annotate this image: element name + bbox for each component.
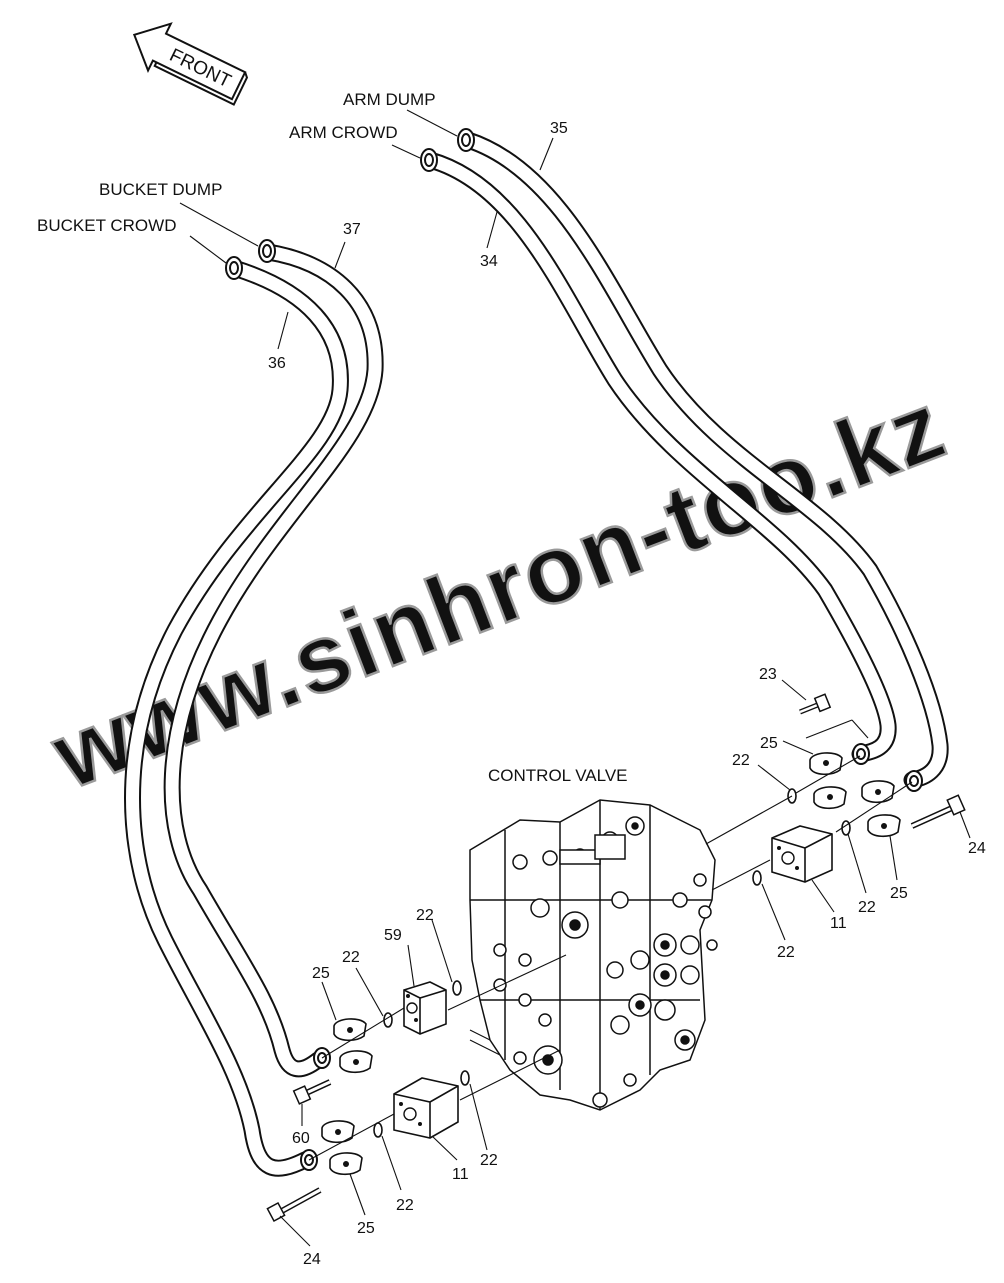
text-labels: ARM DUMP ARM CROWD BUCKET DUMP BUCKET CR…	[37, 90, 628, 785]
split-flange-left-a	[333, 1018, 367, 1042]
callout-22-d: 22	[396, 1197, 414, 1214]
bolt-60	[292, 1079, 332, 1105]
split-flange-left-b	[339, 1050, 373, 1074]
bolt-23	[799, 693, 832, 715]
control-valve-body	[469, 799, 716, 1111]
callout-22-c: 22	[480, 1152, 498, 1169]
hose-35	[459, 131, 949, 789]
flange-block-11-right	[771, 825, 833, 883]
label-arm-dump: ARM DUMP	[343, 90, 436, 109]
label-bucket-crowd: BUCKET CROWD	[37, 216, 176, 235]
callout-22-r1: 22	[858, 899, 876, 916]
callout-34: 34	[480, 253, 498, 270]
split-flange-left-c	[321, 1120, 355, 1144]
split-flange-left-d	[329, 1152, 363, 1176]
split-flange-top	[809, 752, 843, 776]
front-arrow-shape	[132, 22, 247, 101]
callout-60: 60	[292, 1130, 310, 1147]
split-flange-right-a	[861, 780, 895, 804]
callout-24-bottom: 24	[303, 1251, 321, 1268]
o-ring-d	[373, 1122, 383, 1138]
front-arrow-shadow	[153, 61, 249, 106]
label-arm-crowd: ARM CROWD	[289, 123, 398, 142]
split-flange-right-b	[867, 814, 901, 838]
callout-25-top: 25	[760, 735, 778, 752]
front-arrow: FRONT	[132, 22, 249, 106]
o-rings	[373, 788, 851, 1138]
callout-11-right: 11	[830, 915, 847, 932]
o-ring-r2	[752, 870, 762, 886]
callout-59: 59	[384, 927, 402, 944]
callout-25-bottom: 25	[357, 1220, 375, 1237]
callout-24-right: 24	[968, 840, 986, 857]
callout-25-r: 25	[890, 885, 908, 902]
hose-37	[163, 243, 384, 1078]
callout-11-left: 11	[452, 1166, 469, 1183]
part-callouts: 35 34 37 36 23 25 22 24 11 22 25 22 59 2…	[268, 120, 986, 1268]
o-ring-c	[460, 1070, 470, 1086]
callout-37: 37	[343, 221, 361, 238]
flange-block-59	[403, 981, 447, 1035]
bolts	[266, 693, 966, 1223]
bolt-24-right	[910, 794, 966, 829]
callout-25-left: 25	[312, 965, 330, 982]
bolt-24-bottom	[266, 1187, 322, 1223]
o-ring-a	[452, 980, 462, 996]
callout-23: 23	[759, 666, 777, 683]
callout-22-r2: 22	[777, 944, 795, 961]
hose-36	[124, 259, 349, 1177]
callout-22-b: 22	[342, 949, 360, 966]
callout-22-top: 22	[732, 752, 750, 769]
flange-block-11-left	[393, 1077, 459, 1139]
hose-34	[421, 151, 897, 763]
hose-fittings	[225, 128, 923, 1171]
callout-35: 35	[550, 120, 568, 137]
label-bucket-dump: BUCKET DUMP	[99, 180, 222, 199]
control-valve	[469, 799, 718, 1111]
split-flanges	[321, 752, 901, 1176]
callout-22-a: 22	[416, 907, 434, 924]
leader-lines	[179, 109, 971, 1247]
split-flange-mid	[813, 786, 847, 810]
label-control-valve: CONTROL VALVE	[488, 766, 628, 785]
callout-36: 36	[268, 355, 286, 372]
